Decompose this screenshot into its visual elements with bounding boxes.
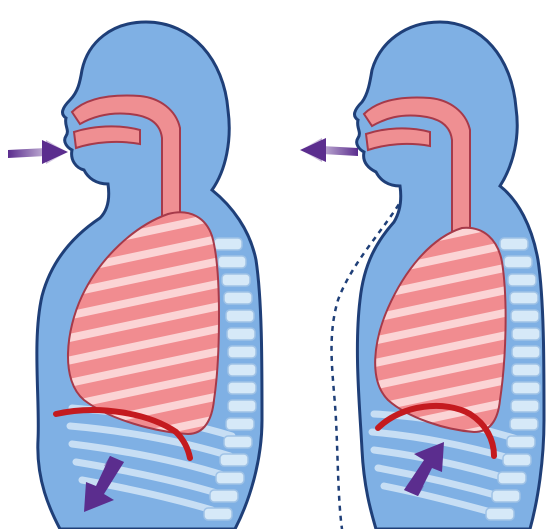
exhale-airflow-arrow [300, 138, 358, 162]
exhalation-figure [300, 22, 544, 529]
inhale-airflow-arrow [8, 140, 68, 164]
inhalation-figure [8, 22, 262, 529]
